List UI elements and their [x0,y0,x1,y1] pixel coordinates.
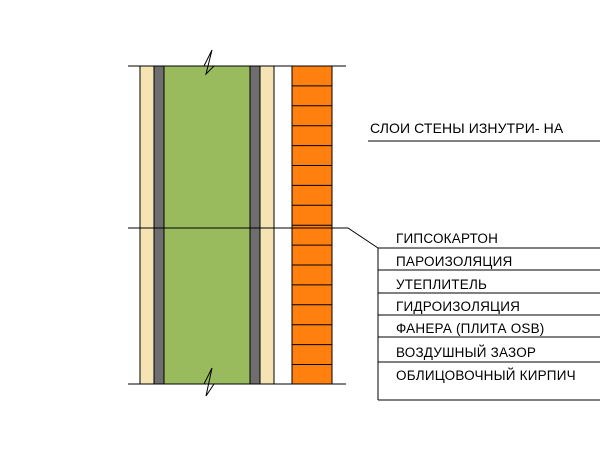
section-leader-line [128,227,379,249]
legend-row: ГИПСОКАРТОН [378,231,600,249]
brick-courses [292,85,332,365]
legend-label-drywall: ГИПСОКАРТОН [396,231,498,246]
legend-row: ВОЗДУШНЫЙ ЗАЗОР [378,345,600,363]
break-line-top [128,49,346,76]
layer-insulation [163,65,251,385]
legend-row: ОБЛИЦОВОЧНЫЙ КИРПИЧ [378,368,600,401]
legend-label-waterproofing: ГИДРОИЗОЛЯЦИЯ [396,299,520,314]
legend-label-air-gap: ВОЗДУШНЫЙ ЗАЗОР [396,345,536,360]
legend-row: ФАНЕРА (ПЛИТА OSB) [378,321,600,338]
legend-label-insulation: УТЕПЛИТЕЛЬ [396,277,487,292]
layer-air-gap [273,65,293,385]
layer-vapor-barrier [153,65,165,385]
layer-plywood-osb [259,65,275,385]
legend-row: УТЕПЛИТЕЛЬ [378,277,600,294]
legend-label-plywood-osb: ФАНЕРА (ПЛИТА OSB) [396,321,545,336]
layer-drywall [139,65,155,385]
layer-waterproofing [249,65,261,385]
legend-row: ПАРОИЗОЛЯЦИЯ [378,254,600,271]
legend-label-facing-brick: ОБЛИЦОВОЧНЫЙ КИРПИЧ [396,368,576,383]
break-line-bottom [128,367,346,397]
diagram-title: СЛОИ СТЕНЫ ИЗНУТРИ- НА [370,120,564,136]
legend-row: ГИДРОИЗОЛЯЦИЯ [378,299,600,316]
legend-label-vapor-barrier: ПАРОИЗОЛЯЦИЯ [396,254,512,269]
